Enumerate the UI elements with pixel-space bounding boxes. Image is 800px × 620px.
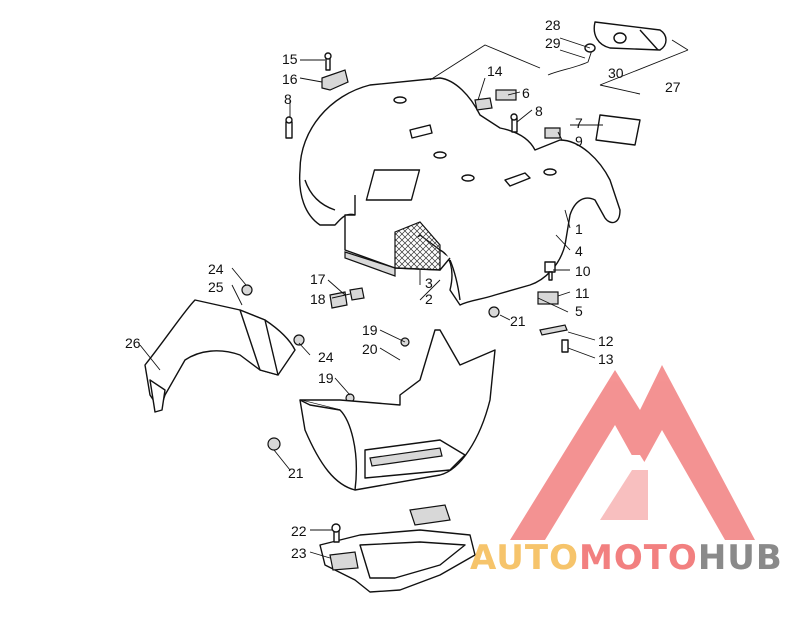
footwell: [299, 329, 496, 491]
callout-labels: 1 2 3 4 5 6 7 8 8 9 10 11 12 13 14 15 16…: [125, 17, 681, 561]
callout-22: 22: [291, 523, 307, 539]
callout-24b: 24: [318, 349, 334, 365]
callout-17: 17: [310, 271, 326, 287]
callout-29: 29: [545, 35, 561, 51]
taillight-assembly: [429, 21, 689, 95]
callout-25: 25: [208, 279, 224, 295]
callout-30: 30: [608, 65, 624, 81]
watermark-part-hub: HUB: [697, 538, 783, 578]
callout-6: 6: [522, 85, 530, 101]
callout-10: 10: [575, 263, 591, 279]
callout-21b: 21: [288, 465, 304, 481]
callout-3: 3: [425, 275, 433, 291]
callout-26: 26: [125, 335, 141, 351]
callout-28: 28: [545, 17, 561, 33]
watermark-part-moto: MOTO: [578, 538, 698, 578]
callout-16: 16: [282, 71, 298, 87]
callout-1: 1: [575, 221, 583, 237]
callout-7: 7: [575, 115, 583, 131]
callout-12: 12: [598, 333, 614, 349]
side-fairing: [144, 299, 296, 413]
fender-brace: [321, 52, 349, 91]
callout-4: 4: [575, 243, 583, 259]
callout-21a: 21: [510, 313, 526, 329]
footrest-bracket: [319, 504, 476, 593]
watermark-wordmark: AUTOMOTOHUB: [470, 538, 783, 578]
rear-fender: [298, 77, 621, 306]
callout-14: 14: [487, 63, 503, 79]
callout-20: 20: [362, 341, 378, 357]
leader-lines: [139, 37, 603, 559]
callout-5: 5: [575, 303, 583, 319]
callout-18: 18: [310, 291, 326, 307]
callout-8a: 8: [284, 91, 292, 107]
callout-13: 13: [598, 351, 614, 367]
callout-24a: 24: [208, 261, 224, 277]
callout-27: 27: [665, 79, 681, 95]
callout-19b: 19: [318, 370, 334, 386]
callout-15: 15: [282, 51, 298, 67]
callout-19a: 19: [362, 322, 378, 338]
callout-2: 2: [425, 291, 433, 307]
callout-23: 23: [291, 545, 307, 561]
watermark-logo: [510, 365, 755, 540]
callout-8b: 8: [535, 103, 543, 119]
callout-9: 9: [575, 133, 583, 149]
callout-11: 11: [575, 285, 590, 301]
watermark-part-auto: AUTO: [470, 538, 579, 578]
